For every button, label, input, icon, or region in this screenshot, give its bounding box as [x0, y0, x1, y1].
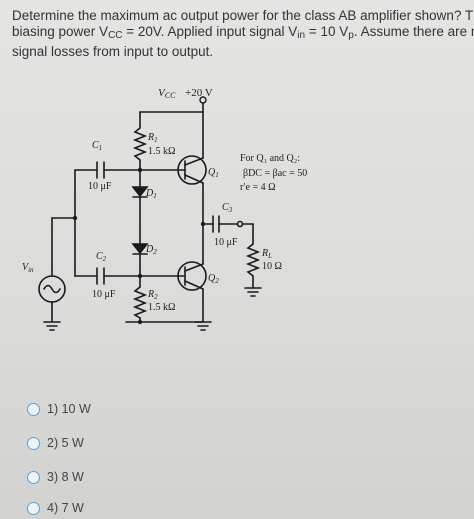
option-label: 4) 7 W — [47, 501, 84, 515]
option-label: 3) 8 W — [47, 470, 84, 484]
question-line-1: Determine the maximum ac output power fo… — [12, 8, 474, 23]
option-1[interactable]: 1) 10 W — [27, 402, 91, 416]
vin-label: Vin — [22, 262, 34, 274]
c1-value: 10 μF — [88, 181, 112, 192]
q2-name: Q2 — [208, 273, 219, 285]
option-label: 1) 10 W — [47, 402, 91, 416]
question-line-2: biasing power VCC = 20V. Applied input s… — [12, 24, 474, 41]
vcc-label: VCC — [158, 87, 176, 100]
option-3[interactable]: 3) 8 W — [27, 470, 84, 484]
c3-name: C3 — [222, 202, 233, 214]
r2-resistor — [132, 286, 148, 319]
option-label: 2) 5 W — [47, 436, 84, 450]
d2-name: D2 — [145, 244, 157, 256]
spec-line-1: For Q₁ and Q₂: — [240, 153, 300, 164]
spec-line-2: βDC = βac = 50 — [243, 168, 307, 179]
vcc-value: +20 V — [185, 87, 213, 99]
c3-value: 10 μF — [214, 237, 238, 248]
q1-name: Q1 — [208, 167, 219, 179]
r1-resistor — [132, 127, 148, 161]
question-line-3: signal losses from input to output. — [12, 44, 214, 59]
option-2[interactable]: 2) 5 W — [27, 436, 84, 450]
radio-button[interactable] — [27, 470, 40, 484]
spec-line-3: r′e = 4 Ω — [240, 182, 276, 193]
question-text: Determine the maximum ac output power fo… — [12, 8, 474, 60]
d1-name: D1 — [145, 188, 157, 200]
d1-diode — [131, 186, 149, 198]
r1-name: R1 — [147, 132, 158, 144]
r2-value: 1.5 kΩ — [148, 302, 175, 313]
rl-resistor — [245, 243, 261, 277]
radio-button[interactable] — [27, 402, 40, 416]
c2-value: 10 μF — [92, 289, 116, 300]
c1-name: C1 — [92, 140, 102, 152]
rl-value: 10 Ω — [262, 261, 282, 272]
r1-value: 1.5 kΩ — [148, 146, 175, 157]
d2-diode — [131, 243, 149, 255]
radio-button[interactable] — [27, 501, 40, 515]
rl-name: RL — [261, 248, 272, 260]
c2-name: C2 — [96, 251, 107, 263]
r2-name: R2 — [147, 289, 158, 301]
radio-button[interactable] — [27, 436, 40, 450]
option-4[interactable]: 4) 7 W — [27, 501, 84, 515]
